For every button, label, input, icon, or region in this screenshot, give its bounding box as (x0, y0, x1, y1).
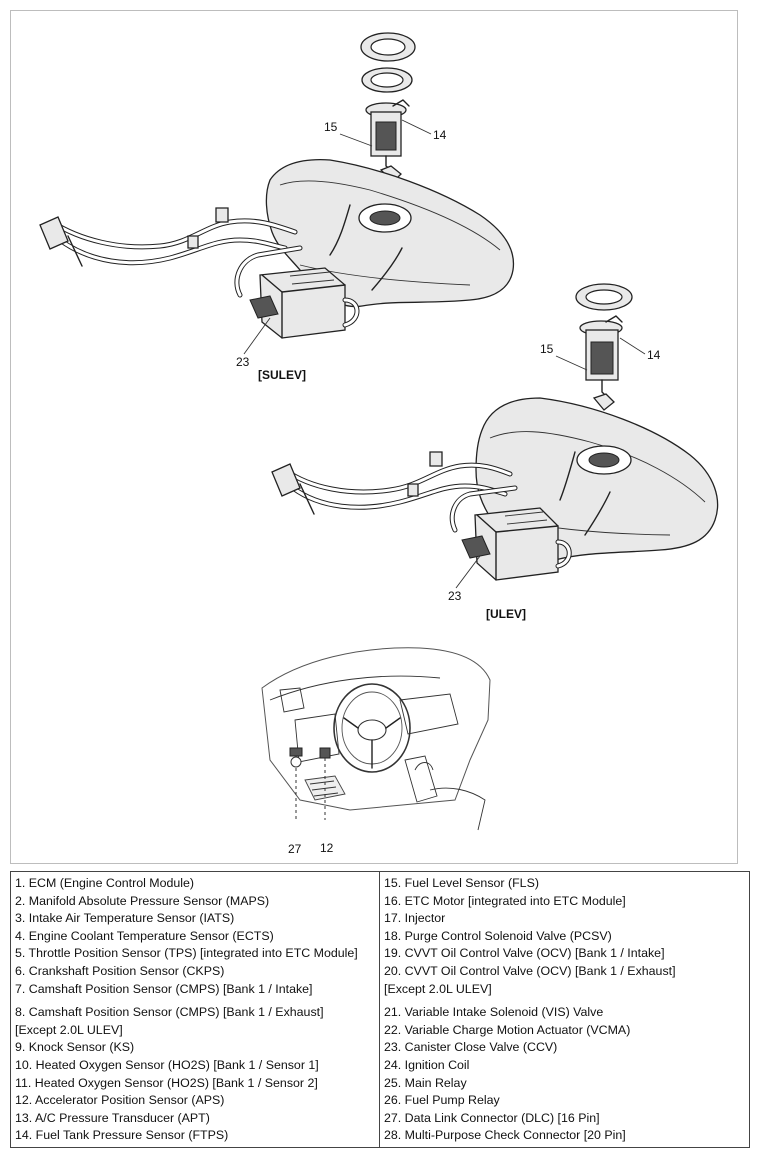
legend-item: 26. Fuel Pump Relay (384, 1093, 500, 1108)
legend-item: 21. Variable Intake Solenoid (VIS) Valve (384, 1005, 604, 1020)
sulev-seal-ring-top (360, 32, 416, 62)
sulev-canister (234, 204, 403, 339)
legend-item: 22. Variable Charge Motion Actuator (VCM… (384, 1022, 631, 1037)
legend-item: [Except 2.0L ULEV] (15, 1022, 123, 1037)
legend-column-left: 1. ECM (Engine Control Module) 2. Manifo… (11, 872, 380, 1147)
legend-column-right: 15. Fuel Level Sensor (FLS) 16. ETC Moto… (380, 872, 749, 1147)
sulev-assembly: 15 14 (39, 32, 515, 382)
callout-ulev-15: 15 (540, 342, 554, 356)
legend-item: 10. Heated Oxygen Sensor (HO2S) [Bank 1 … (15, 1057, 319, 1072)
legend-item: 16. ETC Motor [integrated into ETC Modul… (384, 893, 626, 908)
legend-item: 13. A/C Pressure Transducer (APT) (15, 1110, 210, 1125)
caption-ulev: [ULEV] (486, 607, 526, 621)
callout-dash-12: 12 (320, 841, 334, 855)
legend-item: 20. CVVT Oil Control Valve (OCV) [Bank 1… (384, 963, 676, 978)
legend-item: 25. Main Relay (384, 1075, 467, 1090)
legend-item: 9. Knock Sensor (KS) (15, 1040, 135, 1055)
component-legend-table: 1. ECM (Engine Control Module) 2. Manifo… (10, 871, 750, 1148)
legend-item: 24. Ignition Coil (384, 1057, 470, 1072)
sulev-filler-pipe (39, 207, 298, 267)
sulev-seal-ring-lower (361, 67, 413, 93)
callout-sulev-14: 14 (433, 128, 447, 142)
sulev-fuel-pump-module (365, 99, 410, 183)
callout-ulev-14: 14 (647, 348, 661, 362)
legend-item: 8. Camshaft Position Sensor (CMPS) [Bank… (15, 1005, 324, 1020)
legend-item: 28. Multi-Purpose Check Connector [20 Pi… (384, 1128, 626, 1143)
dlc-connector (289, 747, 303, 820)
callout-sulev-23: 23 (236, 355, 250, 369)
legend-item: 17. Injector (384, 911, 446, 926)
dashboard-view: 27 12 (261, 647, 491, 856)
legend-item: 4. Engine Coolant Temperature Sensor (EC… (15, 928, 274, 943)
callout-sulev-15: 15 (324, 120, 338, 134)
legend-item: 6. Crankshaft Position Sensor (CKPS) (15, 963, 225, 978)
legend-item: 2. Manifold Absolute Pressure Sensor (MA… (15, 893, 270, 908)
ulev-canister (449, 451, 611, 581)
accelerator-pedal (319, 747, 331, 820)
legend-item: 23. Canister Close Valve (CCV) (384, 1040, 558, 1055)
callout-dash-27: 27 (288, 842, 302, 856)
ulev-filler-pipe (271, 451, 513, 515)
figure-frame (10, 10, 738, 864)
legend-item: 11. Heated Oxygen Sensor (HO2S) [Bank 1 … (15, 1075, 318, 1090)
legend-item: 19. CVVT Oil Control Valve (OCV) [Bank 1… (384, 946, 665, 961)
legend-item: 5. Throttle Position Sensor (TPS) [integ… (15, 946, 358, 961)
legend-item: 15. Fuel Level Sensor (FLS) (384, 876, 539, 890)
legend-item: [Except 2.0L ULEV] (384, 981, 492, 996)
caption-sulev: [SULEV] (258, 368, 306, 382)
legend-item: 14. Fuel Tank Pressure Sensor (FTPS) (15, 1128, 229, 1143)
ulev-assembly: 15 14 (271, 283, 719, 621)
component-location-diagram: 15 14 (39, 32, 719, 856)
steering-wheel (333, 683, 411, 773)
ulev-fuel-pump-module (579, 315, 623, 411)
legend-item: 3. Intake Air Temperature Sensor (IATS) (15, 911, 235, 926)
ulev-seal-ring (575, 283, 633, 311)
legend-item: 7. Camshaft Position Sensor (CMPS) [Bank… (15, 981, 313, 996)
legend-item: 1. ECM (Engine Control Module) (15, 876, 195, 890)
legend-item: 27. Data Link Connector (DLC) [16 Pin] (384, 1110, 600, 1125)
callout-ulev-23: 23 (448, 589, 462, 603)
legend-item: 12. Accelerator Position Sensor (APS) (15, 1093, 225, 1108)
legend-item: 18. Purge Control Solenoid Valve (PCSV) (384, 928, 612, 943)
